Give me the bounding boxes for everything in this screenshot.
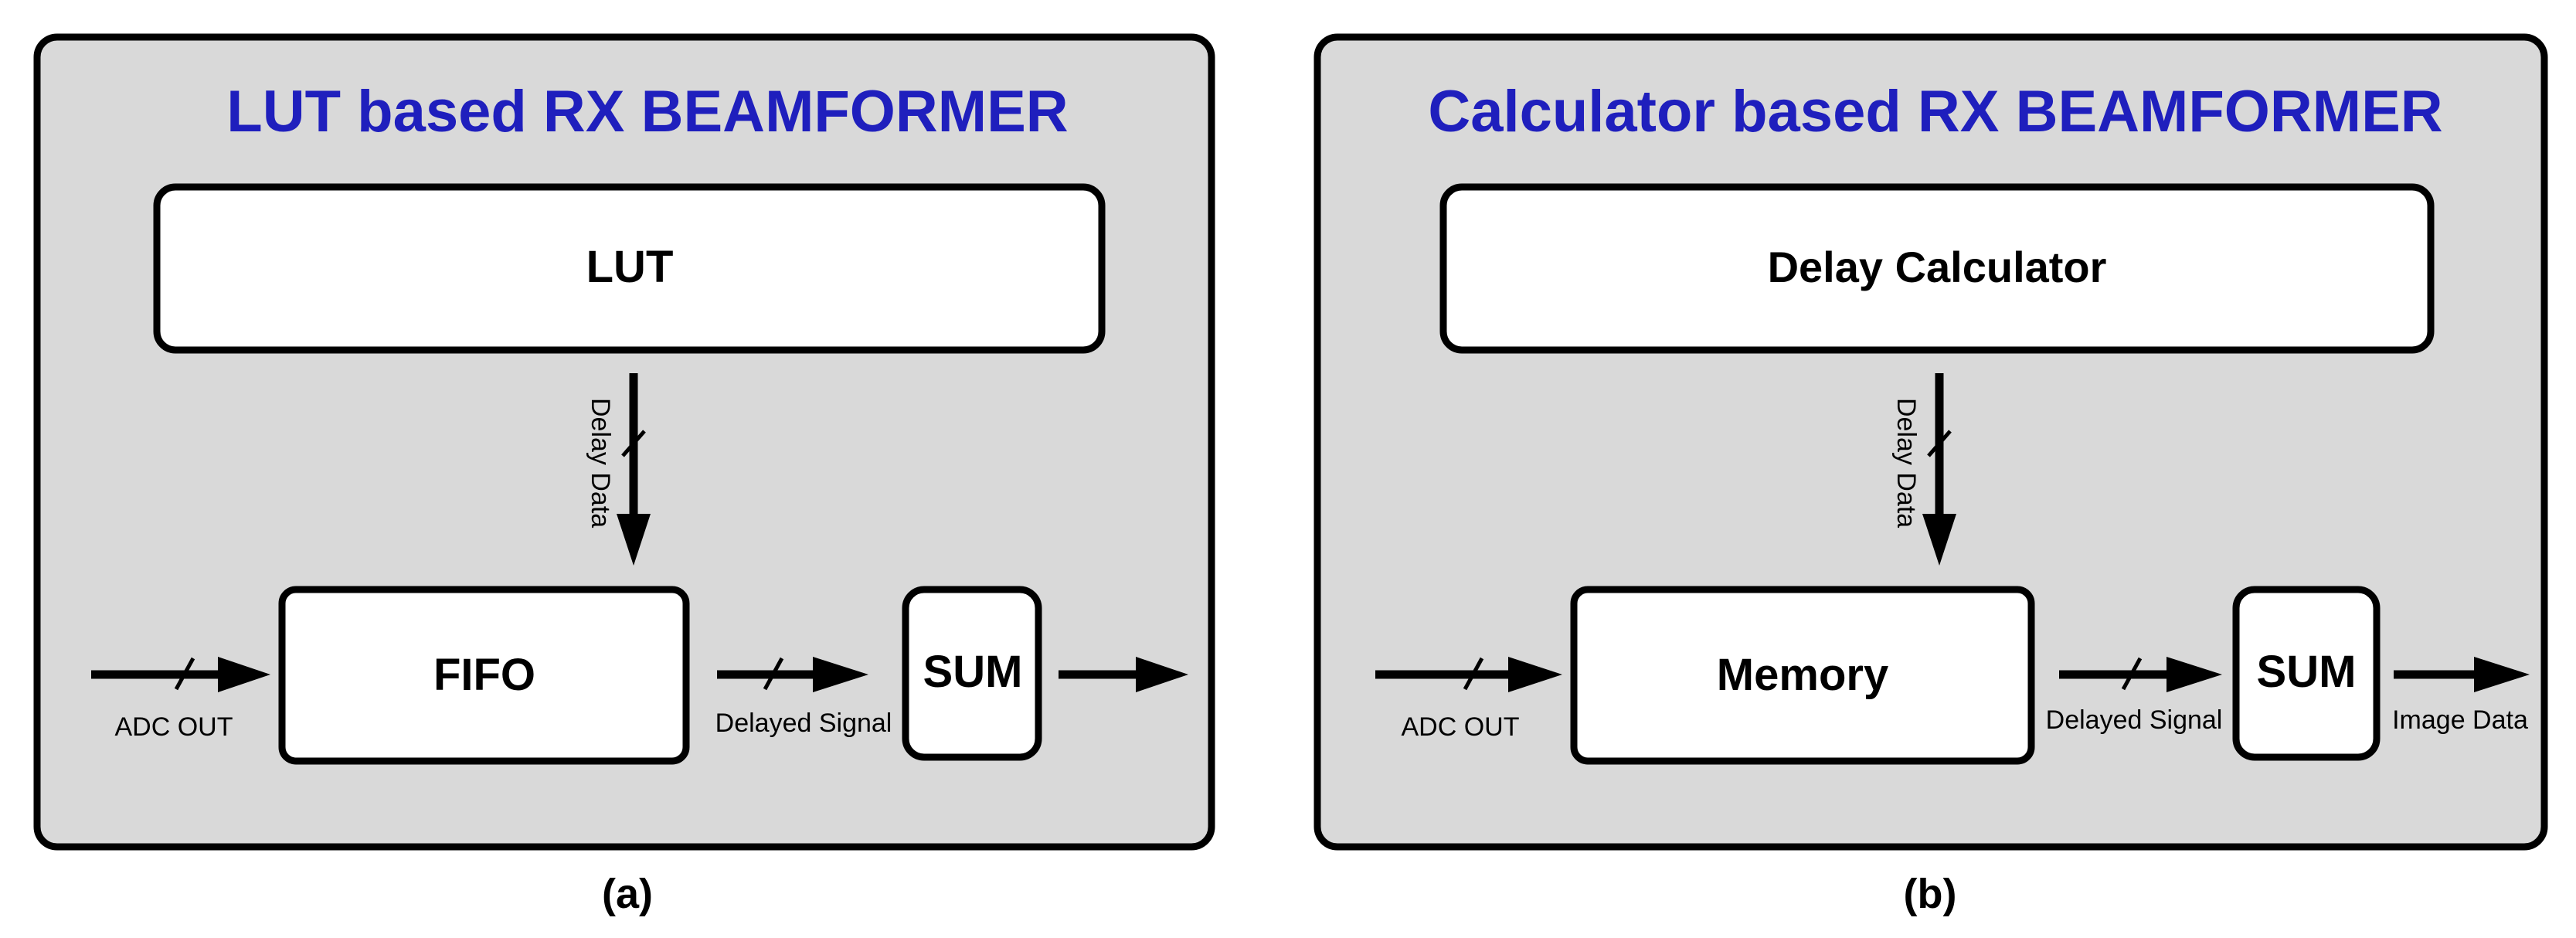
panel-b-output-arrow: [2394, 657, 2530, 692]
panel-a-adc-out-label: ADC OUT: [115, 712, 233, 742]
delay-calculator-block: [1439, 183, 2435, 354]
lut-block: [153, 183, 1106, 354]
panel-b-delay-data-arrow: [1922, 373, 1956, 566]
panel-b-caption: (b): [1904, 871, 1957, 917]
panel-a-delay-data-label: Delay Data: [586, 398, 615, 528]
panel-b-sum-label: SUM: [2257, 647, 2357, 697]
lut-block-label: LUT: [586, 242, 674, 292]
panel-b-title: Calculator based RX BEAMFORMER: [1428, 79, 2442, 144]
memory-block-label: Memory: [1717, 650, 1888, 700]
fifo-block: [278, 586, 690, 765]
panel-b-adc-out-label: ADC OUT: [1402, 712, 1520, 742]
panel-b: Calculator based RX BEAMFORMER Delay Cal…: [1313, 33, 2548, 917]
memory-block: [1570, 586, 2035, 765]
panel-a-adc-input-arrow: [91, 657, 270, 692]
panel-b-delay-data-label: Delay Data: [1891, 398, 1921, 528]
panel-a-delayed-signal-label: Delayed Signal: [715, 709, 892, 738]
panel-a-caption: (a): [602, 871, 653, 917]
panel-a-delayed-signal-arrow: [717, 657, 868, 692]
delay-calculator-label: Delay Calculator: [1768, 243, 2107, 291]
panel-b-adc-input-arrow: [1375, 657, 1562, 692]
panel-b-delayed-signal-label: Delayed Signal: [2046, 705, 2223, 735]
panel-b-sum-block: [2232, 586, 2381, 761]
panel-a: LUT based RX BEAMFORMER LUT Delay Data F…: [33, 33, 1215, 917]
panel-b-delayed-signal-arrow: [2059, 657, 2222, 692]
fifo-block-label: FIFO: [433, 650, 535, 700]
panel-a-sum-block: [902, 586, 1042, 761]
panel-a-delay-data-arrow: [617, 373, 651, 566]
panel-a-output-arrow: [1059, 657, 1188, 692]
panel-a-sum-label: SUM: [923, 647, 1023, 697]
panel-b-image-data-label: Image Data: [2392, 705, 2528, 735]
panel-a-title: LUT based RX BEAMFORMER: [226, 79, 1068, 144]
